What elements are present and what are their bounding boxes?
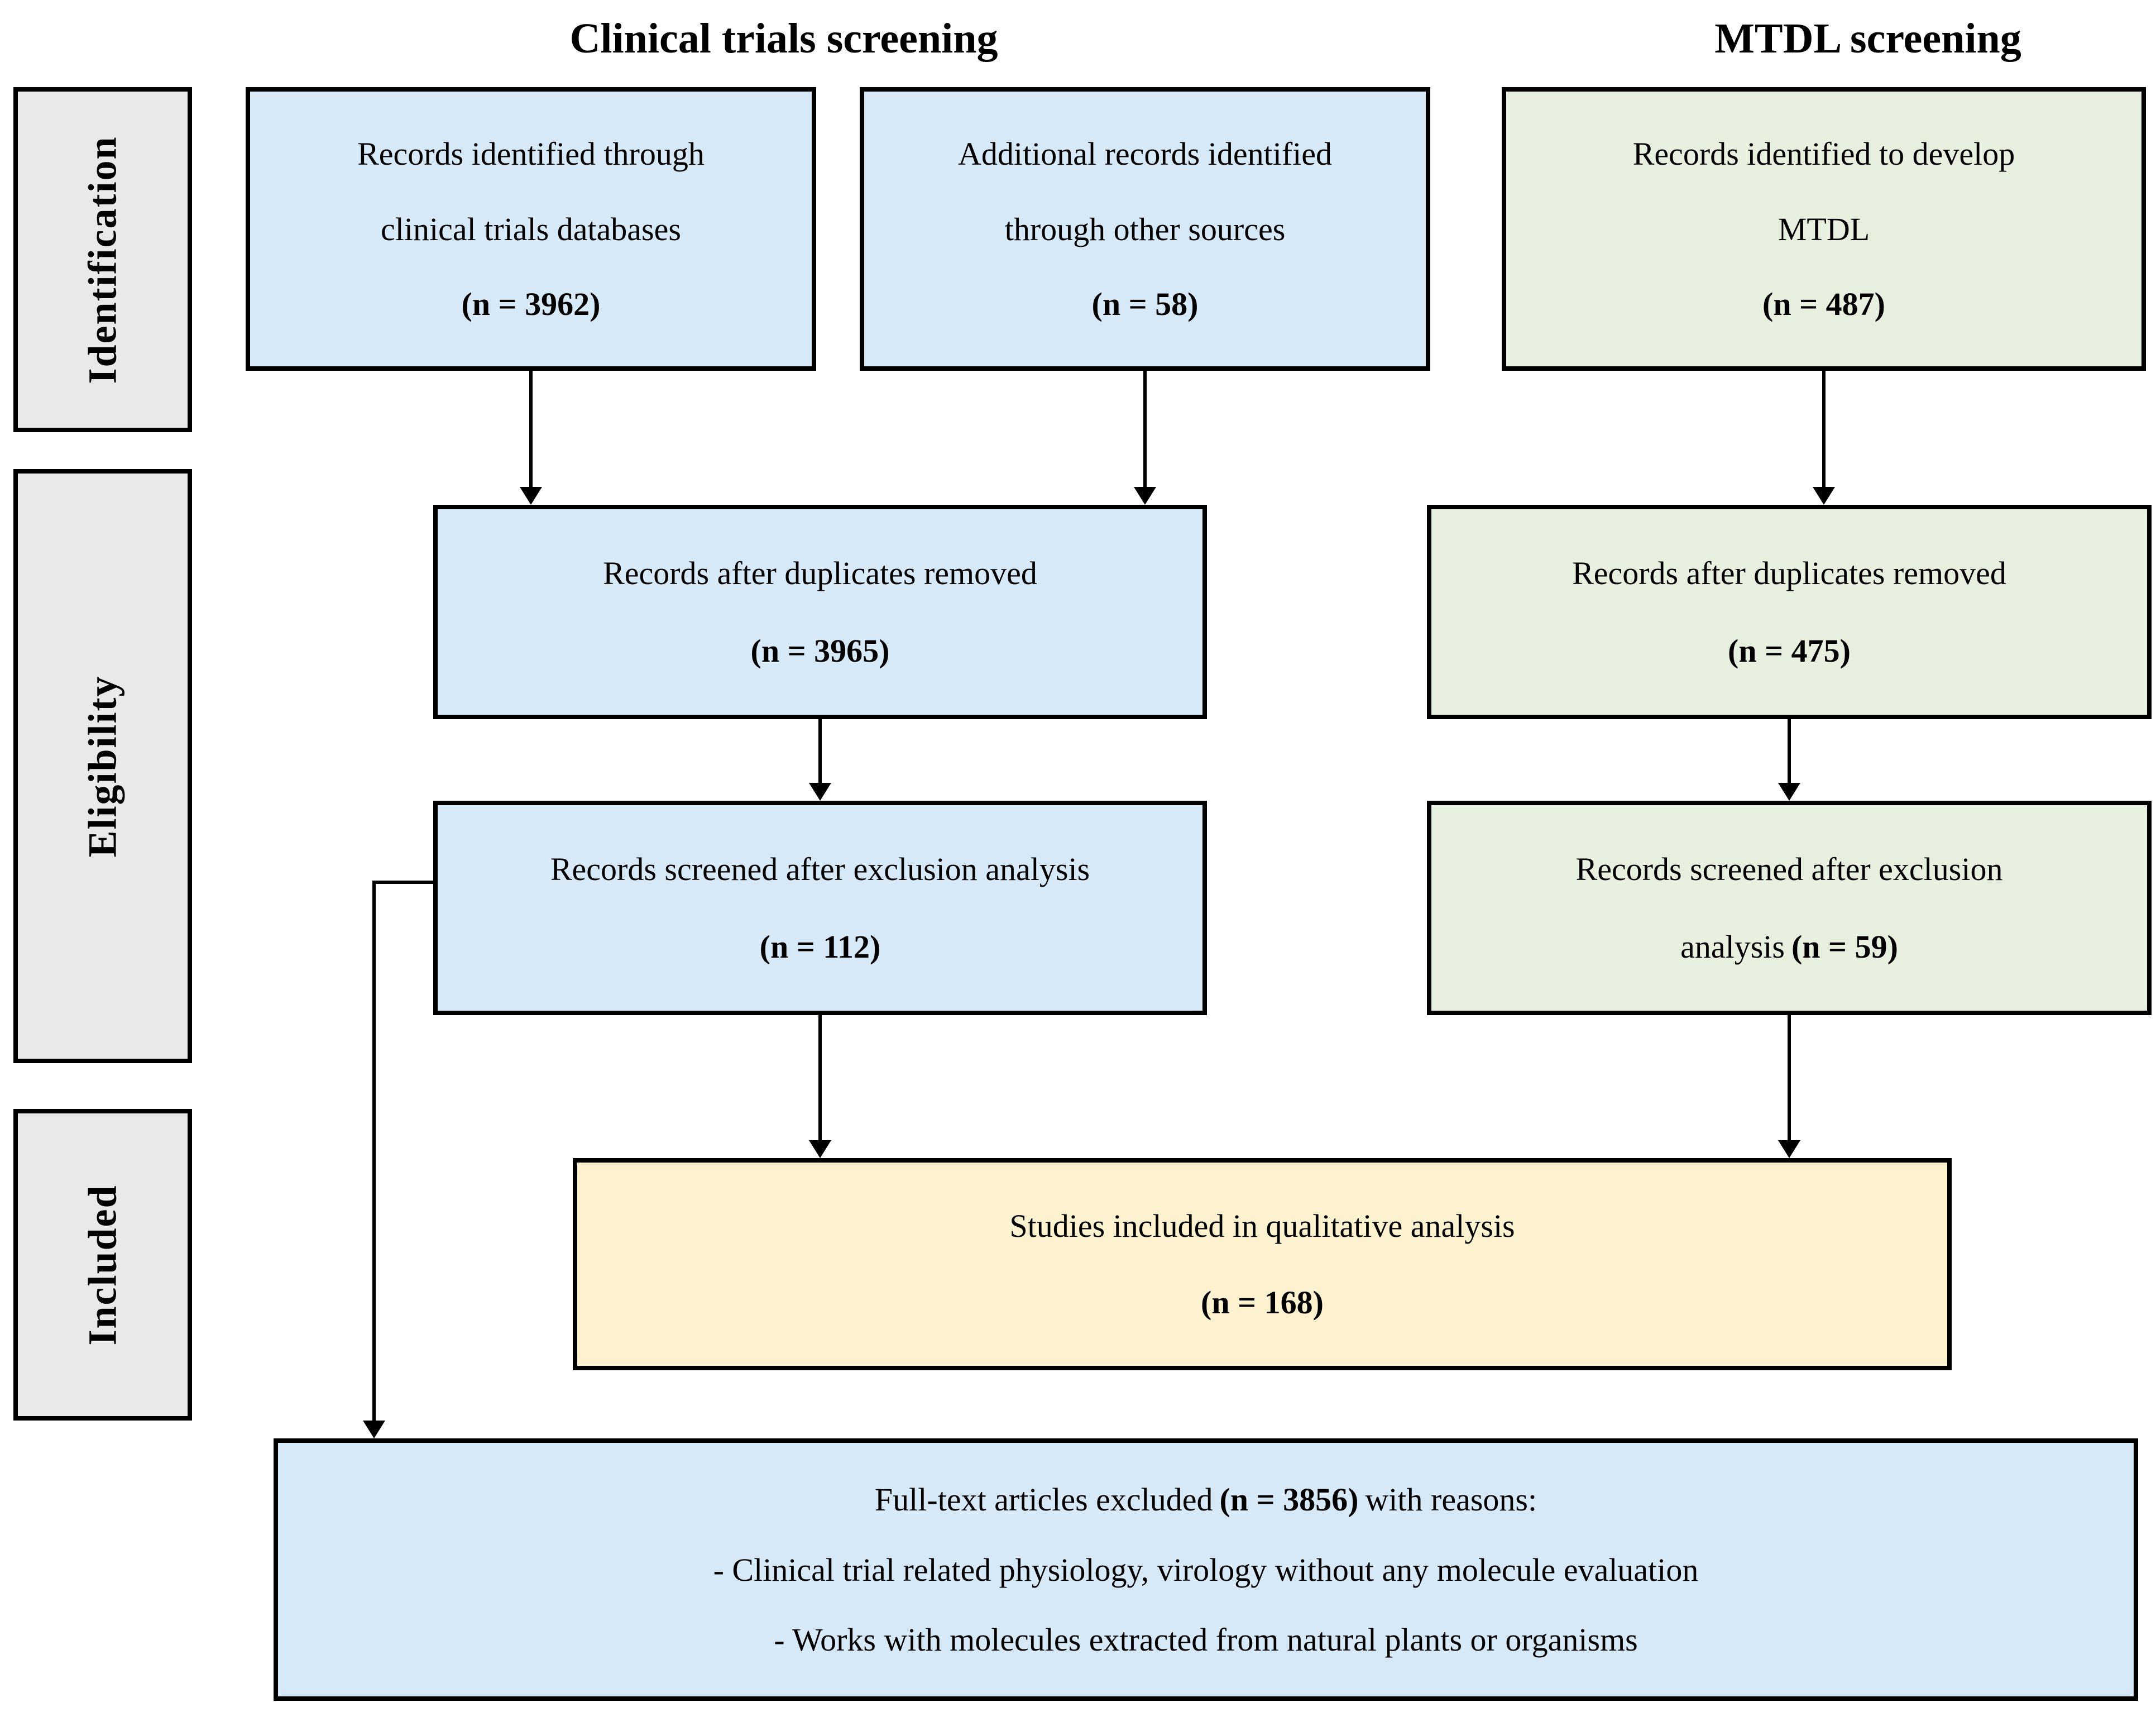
arrow-head-clinical1-to-duplicates (520, 487, 542, 505)
box-duplicates-removed-clinical: Records after duplicates removed (n = 39… (433, 505, 1207, 719)
arrow-head-additional-to-duplicates (1134, 487, 1156, 505)
box-n-value: (n = 58) (1091, 286, 1199, 323)
box-text-line: Records screened after exclusion (1575, 851, 2003, 888)
elbow-line-screened-to-excluded-vertical (372, 881, 376, 1421)
box-text-line: Records after duplicates removed (1572, 555, 2006, 592)
box-text-line: Records identified through (357, 135, 705, 172)
box-studies-included: Studies included in qualitative analysis… (573, 1158, 1952, 1370)
arrow-head-screened-to-excluded (363, 1421, 385, 1438)
box-records-identified-mtdl: Records identified to develop MTDL (n = … (1502, 87, 2146, 371)
box-n-value: (n = 168) (1201, 1284, 1324, 1321)
box-n-value: (n = 487) (1762, 286, 1885, 323)
box-n-value: (n = 3962) (461, 286, 601, 323)
arrow-line-mtdl1-to-duplicates (1822, 371, 1826, 489)
header-mtdl-screening: MTDL screening (1714, 15, 2021, 62)
box-text-line: analysis(n = 59) (1677, 928, 1901, 965)
header-clinical-trials-screening: Clinical trials screening (569, 15, 998, 62)
box-text-line: Records after duplicates removed (603, 555, 1037, 592)
arrow-line-additional-to-duplicates (1143, 371, 1147, 489)
box-n-value: (n = 59) (1791, 928, 1898, 965)
arrow-line-mtdl-duplicates-to-screened (1788, 719, 1791, 785)
box-text-line: Additional records identified (957, 135, 1333, 172)
arrow-head-clinical-duplicates-to-screened (809, 783, 831, 801)
box-text-line: - Clinical trial related physiology, vir… (713, 1551, 1699, 1588)
box-screened-mtdl: Records screened after exclusion analysi… (1427, 801, 2152, 1015)
box-text-line: Full-text articles excluded(n = 3856)wit… (871, 1481, 1540, 1518)
box-screened-clinical: Records screened after exclusion analysi… (433, 801, 1207, 1015)
box-n-value: (n = 3965) (750, 632, 890, 669)
box-additional-records: Additional records identified through ot… (860, 87, 1430, 371)
box-n-value: (n = 475) (1728, 632, 1851, 669)
phase-box-included: Included (13, 1109, 192, 1421)
phase-box-eligibility: Eligibility (13, 469, 192, 1063)
phase-box-identification: Identification (13, 87, 192, 432)
arrow-head-mtdl-duplicates-to-screened (1778, 783, 1800, 801)
arrow-head-clinical-screened-to-included (809, 1140, 831, 1158)
arrow-head-mtdl1-to-duplicates (1813, 487, 1835, 505)
phase-label-included: Included (80, 1184, 125, 1346)
box-text-line: Records screened after exclusion analysi… (550, 851, 1090, 888)
arrow-line-mtdl-screened-to-included (1788, 1015, 1791, 1142)
box-text-line: - Works with molecules extracted from na… (774, 1621, 1638, 1658)
box-text-line: through other sources (1004, 211, 1286, 247)
box-n-value: (n = 3856) (1219, 1481, 1359, 1518)
box-n-value: (n = 112) (759, 928, 881, 965)
box-text-line: Records identified to develop (1632, 135, 2015, 172)
box-text-fragment: Full-text articles excluded (874, 1481, 1213, 1518)
arrow-line-clinical-duplicates-to-screened (818, 719, 822, 785)
arrow-line-clinical1-to-duplicates (529, 371, 533, 489)
box-text-line: MTDL (1777, 211, 1870, 247)
box-text-line: clinical trials databases (381, 211, 681, 247)
phase-label-identification: Identification (80, 135, 125, 384)
box-text-fragment: with reasons: (1365, 1481, 1537, 1518)
box-text-fragment: analysis (1680, 928, 1785, 965)
box-text-line: Studies included in qualitative analysis (1009, 1208, 1515, 1244)
elbow-line-screened-to-excluded-horizontal (374, 881, 433, 884)
phase-label-eligibility: Eligibility (80, 675, 125, 858)
box-duplicates-removed-mtdl: Records after duplicates removed (n = 47… (1427, 505, 2152, 719)
box-records-identified-clinical: Records identified through clinical tria… (246, 87, 816, 371)
arrow-line-clinical-screened-to-included (818, 1015, 822, 1142)
arrow-head-mtdl-screened-to-included (1778, 1140, 1800, 1158)
box-fulltext-excluded: Full-text articles excluded(n = 3856)wit… (274, 1438, 2138, 1701)
